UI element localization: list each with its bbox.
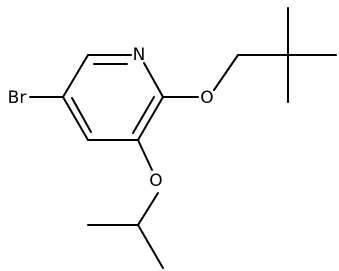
isopropyl-oxygen-label: O [149, 171, 162, 191]
bond-c4-c5-double [71, 97, 92, 133]
bond-c5-c6 [62, 54, 89, 98]
bond-c2-c3-double [132, 96, 155, 134]
bond-c2-c3 [137, 96, 164, 141]
bond-n1-c2 [143, 62, 164, 98]
bromine-label: Br [8, 88, 27, 108]
pyridine-ring [62, 54, 164, 141]
bond-o-ch2 [213, 54, 239, 91]
neopentyl-oxygen-label: O [200, 88, 213, 108]
isopropoxy-group [87, 139, 164, 269]
bond-o-ch [137, 192, 159, 226]
bond-c4-c5 [62, 96, 89, 141]
neopentyloxy-group [162, 7, 337, 103]
bond-ch-me-down [137, 224, 164, 269]
bond-c3-o [137, 139, 153, 171]
ring-nitrogen-label: N [133, 45, 146, 65]
